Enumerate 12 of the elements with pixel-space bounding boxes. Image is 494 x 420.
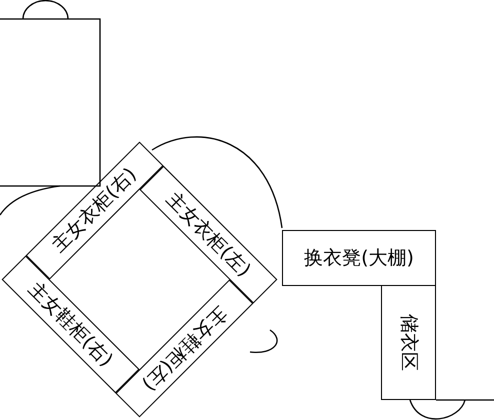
room-label: 储衣区 <box>399 314 418 371</box>
cabinet-box <box>282 230 436 286</box>
cabinet-box <box>26 142 164 280</box>
cabinet-box <box>381 285 436 400</box>
cabinet-box <box>140 166 278 304</box>
cabinet-box <box>115 280 254 418</box>
room-label: 主女鞋柜(右) <box>25 278 116 370</box>
room-label: 主女衣柜(右) <box>49 165 140 256</box>
cabinet-box <box>2 255 140 394</box>
room-label: 主女衣柜(左) <box>162 189 254 280</box>
room-label: 主女鞋柜(左) <box>138 302 230 394</box>
room-label: 换衣凳(大棚) <box>304 248 414 268</box>
